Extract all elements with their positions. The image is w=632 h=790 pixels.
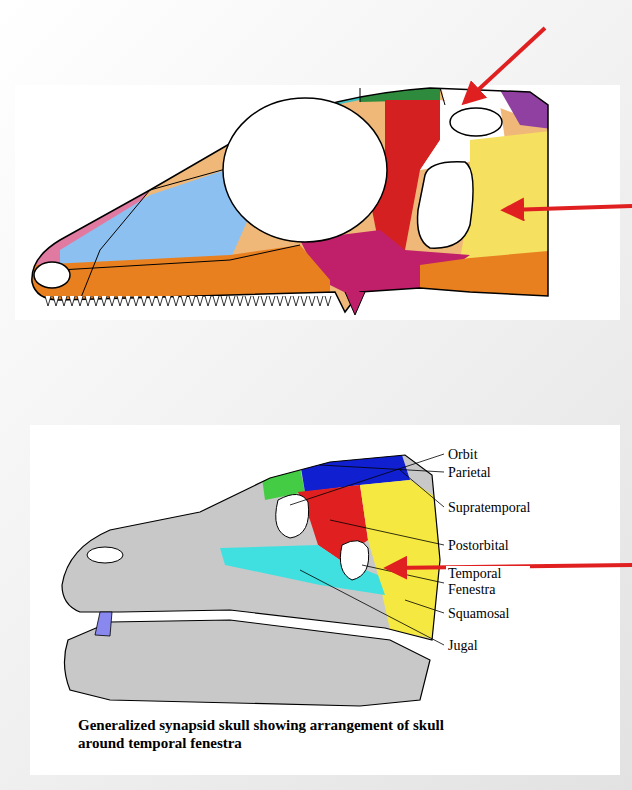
part-label: Postorbital — [446, 537, 511, 554]
figure-caption: Generalized synapsid skull showing arran… — [78, 716, 478, 752]
part-label: Parietal — [446, 464, 493, 481]
part-label: Supratemporal — [446, 499, 532, 516]
part-label: Temporal Fenestra — [446, 566, 530, 598]
part-label: Orbit — [446, 446, 480, 463]
synapsid-skull — [55, 440, 455, 650]
colored-skull — [20, 80, 560, 320]
part-label: Squamosal — [446, 605, 511, 622]
part-label: Jugal — [446, 637, 480, 654]
